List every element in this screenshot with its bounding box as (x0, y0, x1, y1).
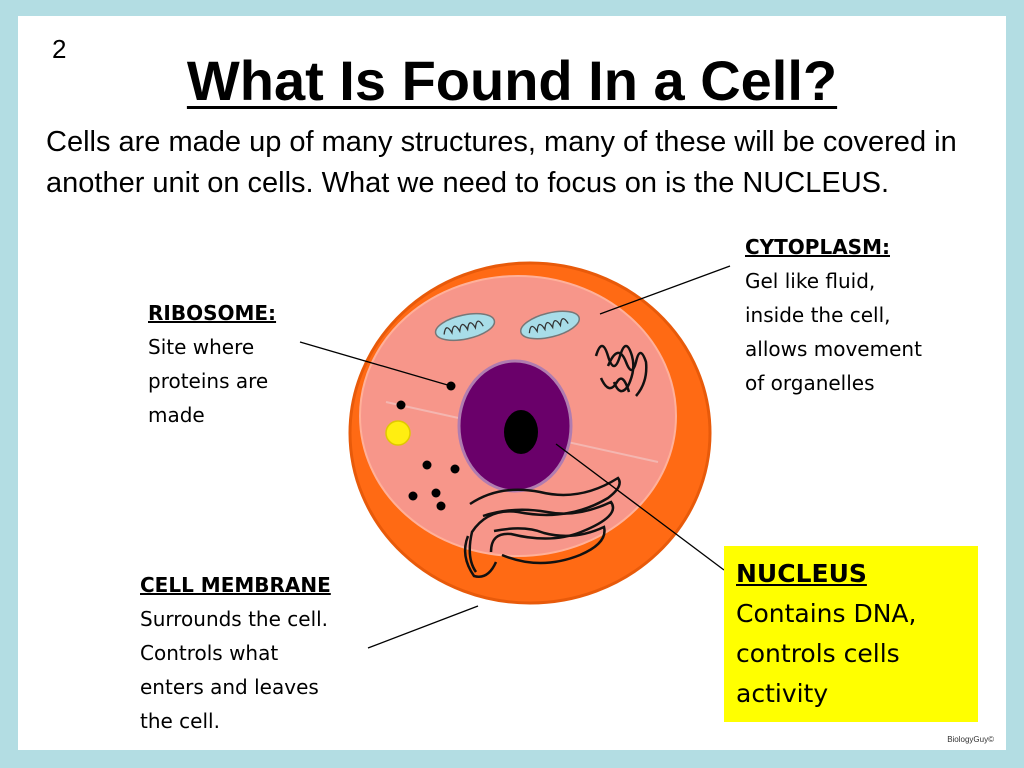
ribosome-leader-line (299, 341, 452, 387)
nucleus-heading: NUCLEUS (736, 559, 867, 588)
nucleolus-shape (504, 410, 538, 454)
vacuole (385, 420, 411, 446)
mitochondrion (519, 310, 581, 340)
ribosome-line: proteins are (148, 369, 269, 393)
golgi-apparatus (594, 344, 648, 397)
nucleus-line: activity (736, 679, 829, 708)
cytoplasm-line: of organelles (745, 371, 875, 395)
page-title-text: What Is Found In a Cell? (186, 49, 838, 112)
cytoplasm-leader-line (599, 265, 731, 315)
cell-membrane-label: CELL MEMBRANE Surrounds the cell. Contro… (140, 568, 331, 738)
nucleus-leader-line (555, 443, 725, 571)
slide: 2 What Is Found In a Cell? Cells are mad… (18, 16, 1006, 750)
nucleus-label: NUCLEUS Contains DNA, controls cells act… (724, 546, 978, 722)
ribosome-dot (431, 488, 441, 498)
cytoplasm-line: allows movement (745, 337, 922, 361)
nucleus-line: Contains DNA, (736, 599, 917, 628)
cell-membrane-line: Surrounds the cell. (140, 607, 329, 631)
nucleus-line: controls cells (736, 639, 900, 668)
intro-text: Cells are made up of many structures, ma… (46, 126, 957, 199)
cytoplasm-line: inside the cell, (745, 303, 891, 327)
cell-membrane-line: the cell. (140, 709, 220, 733)
ribosome-label: RIBOSOME: Site where proteins are made (148, 296, 276, 432)
cytoplasm-line: Gel like fluid, (745, 269, 876, 293)
footer-credit: BiologyGuy© (947, 735, 994, 744)
ribosome-line: made (148, 403, 205, 427)
ribosome-dots (396, 381, 460, 511)
ribosome-dot (436, 501, 446, 511)
ribosome-heading: RIBOSOME: (148, 301, 277, 325)
cytoplasm-heading: CYTOPLASM: (745, 235, 890, 259)
cytoplasm-label: CYTOPLASM: Gel like fluid, inside the ce… (745, 230, 922, 400)
ribosome-dot (422, 460, 432, 470)
ribosome-dot (450, 464, 460, 474)
mitochondrion (434, 312, 496, 342)
cell-membrane-line: enters and leaves (140, 675, 319, 699)
ribosome-line: Site where (148, 335, 255, 359)
slide-number: 2 (52, 34, 67, 64)
ribosome-dot (408, 491, 418, 501)
page-title: What Is Found In a Cell? (18, 48, 1006, 113)
endoplasmic-reticulum (463, 476, 621, 578)
membrane-leader-line (367, 605, 479, 649)
cell-membrane-line: Controls what (140, 641, 279, 665)
cell-diagram (299, 261, 731, 649)
ribosome-dot (396, 400, 406, 410)
cell-membrane-heading: CELL MEMBRANE (140, 573, 331, 597)
